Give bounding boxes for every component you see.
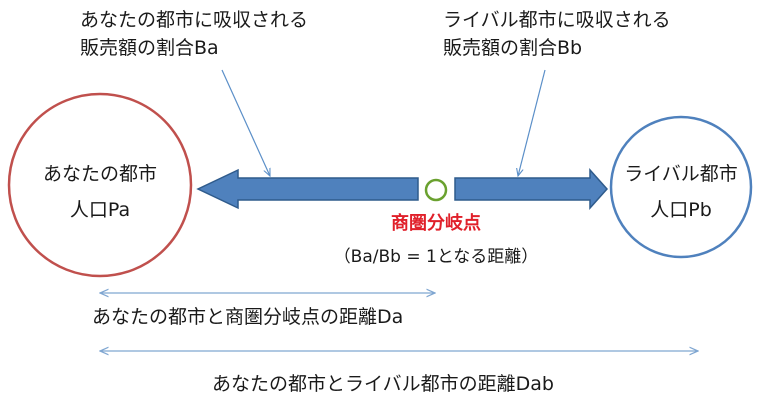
leader-line-b xyxy=(518,69,546,176)
distance-dab-label: あなたの都市とライバル都市の距離Dab xyxy=(212,373,554,395)
share-b-line1: ライバル都市に吸収される xyxy=(443,9,671,31)
breakpoint-marker xyxy=(424,178,448,202)
arrow-left xyxy=(196,168,419,210)
city-b-population: 人口Pb xyxy=(650,199,712,221)
share-a-label: あなたの都市に吸収される 販売額の割合Ba xyxy=(80,6,308,62)
city-a-name: あなたの都市 xyxy=(42,163,157,185)
share-a-line1: あなたの都市に吸収される xyxy=(80,9,309,31)
city-b-label: ライバル都市 人口Pb xyxy=(611,160,751,224)
share-b-label: ライバル都市に吸収される 販売額の割合Bb xyxy=(443,6,671,62)
city-a-label: あなたの都市 人口Pa xyxy=(10,160,190,224)
leader-line-a xyxy=(221,69,270,176)
share-b-line2: 販売額の割合Bb xyxy=(443,37,583,59)
breakpoint-title: 商圏分岐点 xyxy=(391,213,481,234)
arrow-right xyxy=(454,168,609,210)
city-a-population: 人口Pa xyxy=(69,199,131,221)
breakpoint-note: （Ba/Bb = 1となる距離） xyxy=(333,247,539,267)
distance-da-label: あなたの都市と商圏分岐点の距離Da xyxy=(92,306,404,328)
share-a-line2: 販売額の割合Ba xyxy=(80,37,219,59)
city-b-name: ライバル都市 xyxy=(624,163,738,185)
city-a-circle xyxy=(7,92,193,278)
city-b-circle xyxy=(609,115,753,259)
